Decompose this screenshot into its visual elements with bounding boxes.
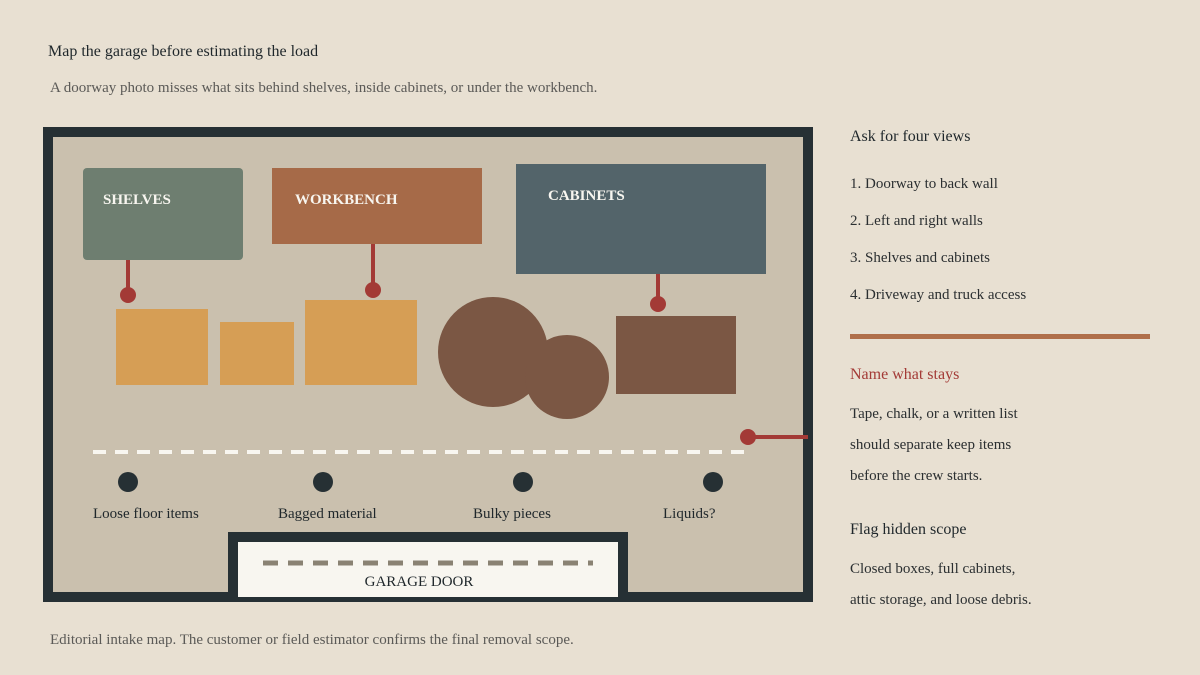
category-label-bulky: Bulky pieces — [473, 506, 551, 522]
sidebar-divider — [850, 334, 1150, 339]
page-title: Map the garage before estimating the loa… — [48, 43, 319, 60]
box-3 — [305, 300, 417, 385]
view-item-2: 2. Left and right walls — [850, 213, 983, 229]
views-heading: Ask for four views — [850, 128, 971, 145]
garage-door-label: GARAGE DOOR — [365, 574, 474, 590]
zone-shelves-label: SHELVES — [103, 192, 171, 208]
bulky-round-large — [438, 297, 548, 407]
pin-side — [740, 429, 756, 445]
stays-heading: Name what stays — [850, 366, 960, 383]
category-label-liquids: Liquids? — [663, 506, 716, 522]
footer-note: Editorial intake map. The customer or fi… — [50, 632, 574, 648]
view-item-1: 1. Doorway to back wall — [850, 176, 998, 192]
zone-shelves — [83, 168, 243, 260]
category-label-loose: Loose floor items — [93, 506, 199, 522]
category-dot-2 — [313, 472, 333, 492]
hidden-line-1: Closed boxes, full cabinets, — [850, 561, 1016, 577]
hidden-heading: Flag hidden scope — [850, 521, 967, 538]
zone-cabinets-label: CABINETS — [548, 188, 625, 204]
bulky-round-small — [525, 335, 609, 419]
box-2 — [220, 322, 294, 385]
page-subtitle: A doorway photo misses what sits behind … — [50, 80, 598, 96]
bulky-cabinet-piece — [616, 316, 736, 394]
pin-workbench — [365, 282, 381, 298]
garage-door-panel — [238, 542, 618, 597]
hidden-line-2: attic storage, and loose debris. — [850, 592, 1032, 608]
zone-cabinets — [516, 164, 766, 274]
stays-line-2: should separate keep items — [850, 437, 1012, 453]
pin-cabinets — [650, 296, 666, 312]
stays-line-1: Tape, chalk, or a written list — [850, 406, 1018, 422]
pin-shelves — [120, 287, 136, 303]
zone-workbench-label: WORKBENCH — [295, 192, 398, 208]
category-label-bagged: Bagged material — [278, 506, 377, 522]
category-dot-1 — [118, 472, 138, 492]
box-1 — [116, 309, 208, 385]
stays-line-3: before the crew starts. — [850, 468, 983, 484]
view-item-3: 3. Shelves and cabinets — [850, 250, 990, 266]
category-dot-4 — [703, 472, 723, 492]
zone-workbench — [272, 168, 482, 244]
view-item-4: 4. Driveway and truck access — [850, 287, 1027, 303]
category-dot-3 — [513, 472, 533, 492]
